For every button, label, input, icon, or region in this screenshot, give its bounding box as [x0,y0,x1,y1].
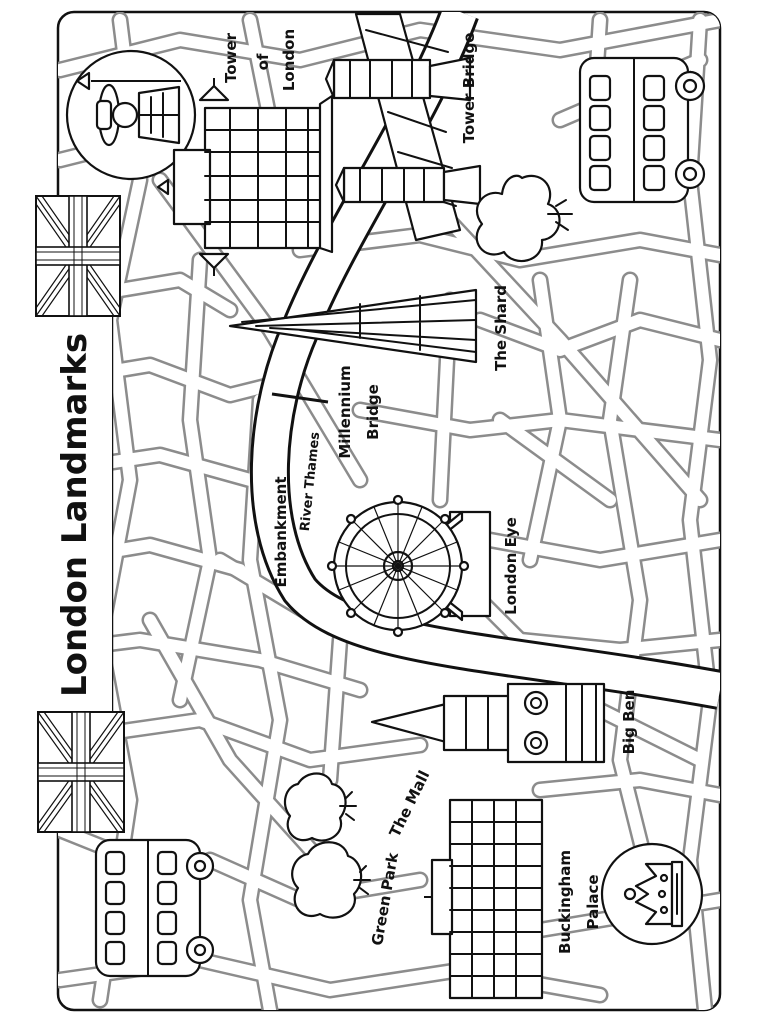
label-embankment: Embankment [272,476,290,587]
tower-of-london-drawing [156,78,334,276]
label-millennium-bridge-line1: Millennium [336,365,354,458]
label-buckingham-palace-line1: Buckingham [556,850,574,954]
tree-icon [291,841,371,919]
union-flag-icon [37,711,125,833]
label-buckingham-palace-line2: Palace [584,874,602,929]
label-london-eye: London Eye [502,517,520,615]
double-decker-bus-icon [94,838,215,978]
road-network [58,12,720,1010]
crown-icon [600,842,704,946]
page-title: London Landmarks [55,333,95,697]
london-eye-drawing [326,494,492,638]
label-tower-of-london-line1: Tower [222,32,240,83]
union-flag-icon [35,195,121,317]
beefeater-icon [65,49,197,181]
label-tower-bridge: Tower Bridge [460,33,478,144]
buckingham-palace-drawing [424,798,544,1000]
double-decker-bus-icon [578,56,706,204]
title-band: London Landmarks [42,300,114,730]
label-tower-of-london-line2: of [254,53,272,70]
big-ben-drawing [370,682,606,764]
tree-icon [283,772,357,842]
tree-icon [475,174,573,262]
label-big-ben: Big Ben [620,690,638,755]
millennium-bridge-line [271,392,329,404]
label-the-shard: The Shard [492,285,510,371]
tower-bridge-drawing [324,12,482,242]
label-tower-of-london-line3: London [280,29,298,91]
the-shard-drawing [228,288,478,364]
label-millennium-bridge-line2: Bridge [364,384,382,440]
